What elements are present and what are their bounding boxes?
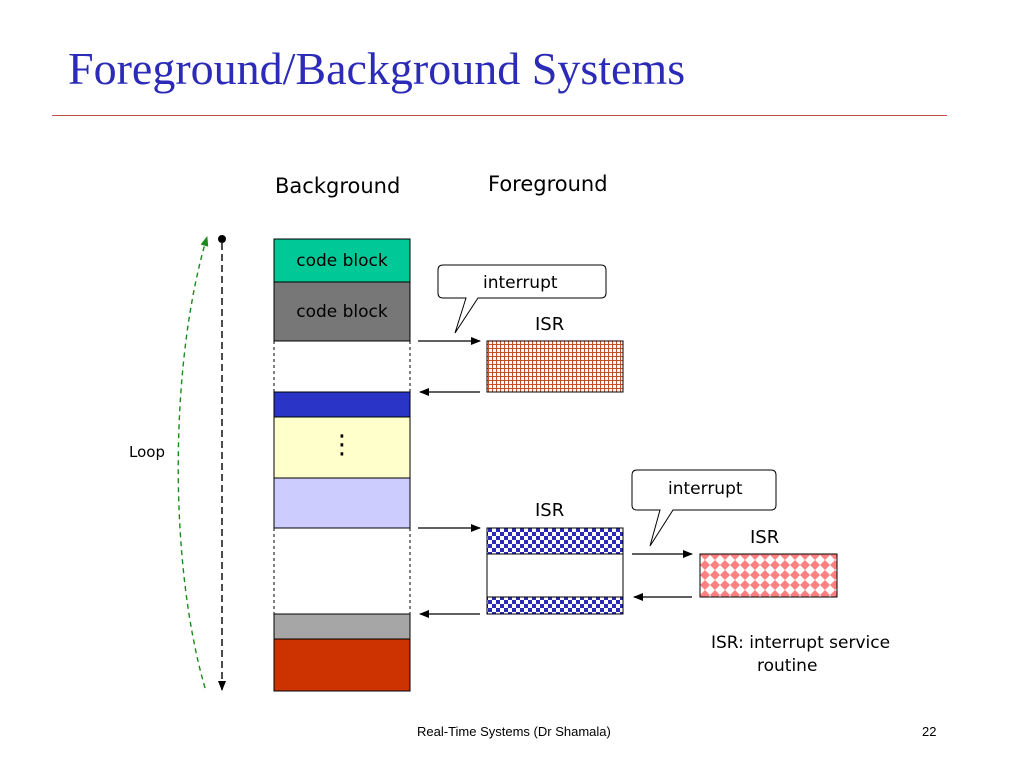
isr-box-3 xyxy=(699,553,838,598)
interrupt-callout-1-shape xyxy=(437,264,607,334)
background-stack xyxy=(273,238,411,692)
code-block-teal xyxy=(273,238,411,283)
isr-label-1: ISR xyxy=(535,314,565,335)
isr-legend-line-1: ISR: interrupt service xyxy=(711,633,891,653)
code-block-label-2: code block xyxy=(296,302,388,322)
isr-legend-line-2: routine xyxy=(757,656,818,676)
slide-title: Foreground/Background Systems xyxy=(68,43,686,94)
loop-return-arrow xyxy=(177,236,209,689)
isr-box-2-top xyxy=(486,527,624,555)
isr-box-2-middle xyxy=(486,553,624,598)
loop-start-dot xyxy=(218,235,226,243)
block-yellow xyxy=(273,416,411,479)
isr-box-2-bottom xyxy=(486,596,624,615)
block-lightgray xyxy=(273,613,411,640)
loop-label: Loop xyxy=(129,443,165,461)
block-lavender xyxy=(273,477,411,529)
interrupt-callout-2-shape xyxy=(631,469,777,547)
block-red xyxy=(273,638,411,692)
ellipsis-dots: ⋮ xyxy=(329,430,355,460)
isr-box-1 xyxy=(486,340,624,393)
code-block-gray xyxy=(273,281,411,342)
foreground-heading: Foreground xyxy=(488,172,608,196)
isr-label-3: ISR xyxy=(750,527,780,548)
title-divider xyxy=(52,115,947,116)
footer-text: Real-Time Systems (Dr Shamala) xyxy=(417,724,611,739)
block-blue xyxy=(273,391,411,418)
code-block-label-1: code block xyxy=(296,251,388,271)
interrupt-callout-1-label: interrupt xyxy=(483,273,558,293)
page-number: 22 xyxy=(922,724,937,739)
interrupt-callout-2-label: interrupt xyxy=(668,479,743,499)
isr-label-2: ISR xyxy=(535,500,565,521)
background-heading: Background xyxy=(275,174,401,198)
